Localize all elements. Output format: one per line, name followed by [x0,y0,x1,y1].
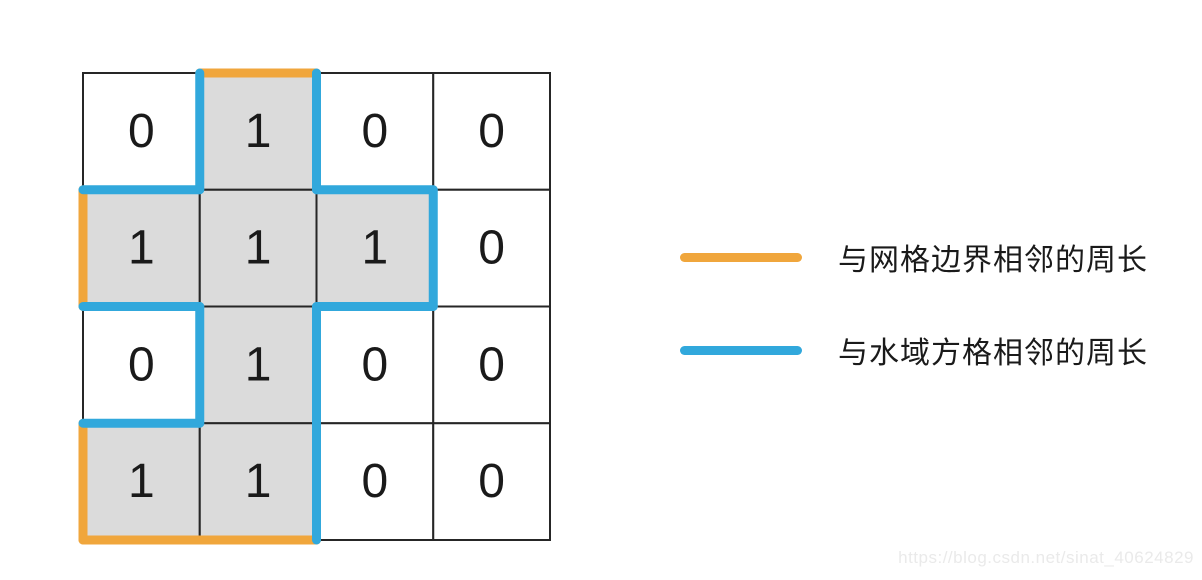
water-cell [432,305,551,425]
cell-value: 1 [245,222,272,275]
cell-value: 0 [362,105,389,158]
cell-value: 0 [128,338,155,391]
cell-value: 0 [478,105,505,158]
water-cell [432,72,551,191]
water-cell [432,422,551,541]
cell-value: 1 [245,338,272,391]
land-cell [198,72,318,191]
boundary-perimeter-swatch [680,252,802,262]
cell-value: 0 [362,338,389,391]
cell-value: 1 [245,455,272,508]
land-cell [198,422,318,541]
watermark: https://blog.csdn.net/sinat_40624829 [898,548,1194,567]
cell-value: 0 [478,338,505,391]
cell-value: 0 [478,222,505,275]
cell-value: 0 [362,455,389,508]
legend-item-boundary: 与网格边界相邻的周长 [680,236,1148,278]
legend-item-water-adjacent: 与水域方格相邻的周长 [680,329,1148,371]
island-grid-svg: 0 1 0 0 1 1 1 0 0 1 0 0 1 1 0 0 [78,68,551,545]
cell-value: 1 [362,222,389,275]
legend-label-water-adjacent: 与水域方格相邻的周长 [838,337,1148,370]
water-cell [315,72,435,191]
legend-label-boundary: 与网格边界相邻的周长 [838,244,1148,277]
cell-value: 1 [245,105,272,158]
land-cell [198,305,318,425]
legend: 与网格边界相邻的周长 与水域方格相邻的周长 [680,236,1148,371]
water-cell [82,72,201,191]
land-cell [198,188,318,308]
cell-value: 1 [128,222,155,275]
island-grid-diagram: 0 1 0 0 1 1 1 0 0 1 0 0 1 1 0 0 [78,68,551,545]
cell-value: 1 [128,455,155,508]
cell-value: 0 [478,455,505,508]
cell-value: 0 [128,105,155,158]
water-adjacent-perimeter-swatch [680,345,802,355]
